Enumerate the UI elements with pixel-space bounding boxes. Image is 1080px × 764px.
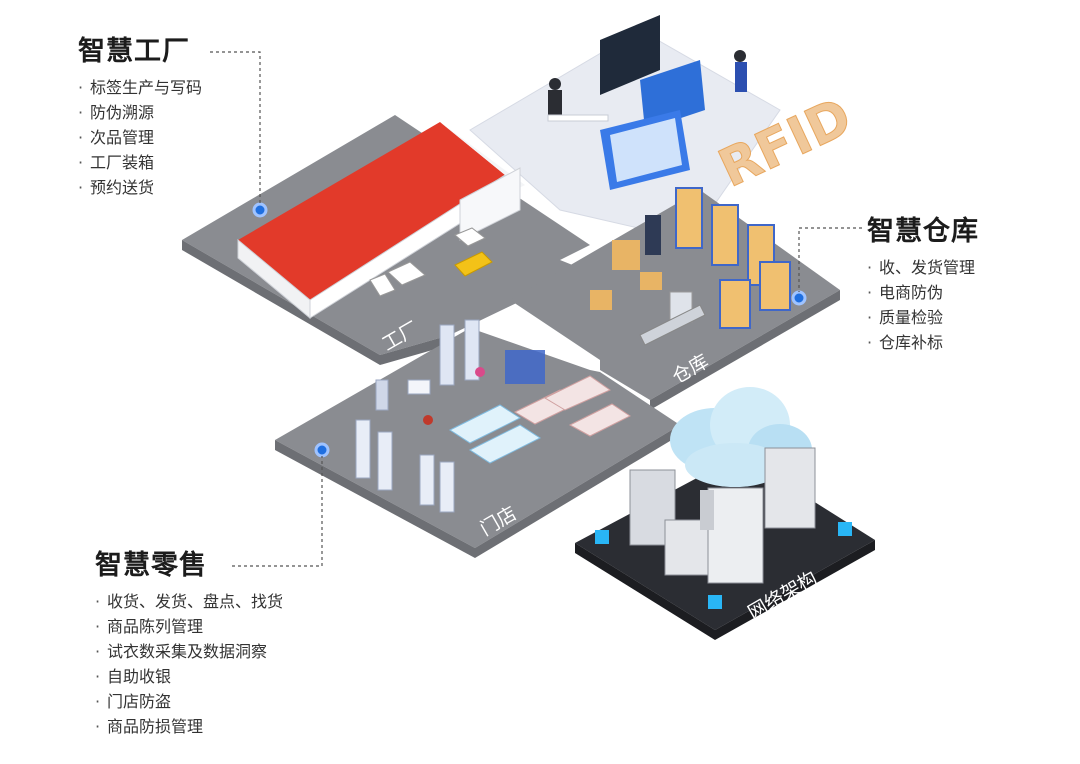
factory-trucks xyxy=(369,227,493,297)
factory-leader-line xyxy=(210,51,261,204)
factory-feature-item: ·预约送货 xyxy=(78,178,155,197)
retail-title: 智慧零售 xyxy=(95,550,207,581)
factory-panel: 智慧工厂 ·标签生产与写码 ·防伪溯源 ·次品管理 ·工厂装箱 ·预约送货 xyxy=(78,35,202,200)
warehouse-marker xyxy=(791,290,807,306)
retail-features-list: ·收货、发货、盘点、找货 ·商品陈列管理 ·试衣数采集及数据洞察 ·自助收银 ·… xyxy=(95,589,283,739)
warehouse-feature-item: ·仓库补标 xyxy=(867,333,944,352)
retail-feature-item: ·商品陈列管理 xyxy=(95,617,204,636)
warehouse-features-list: ·收、发货管理 ·电商防伪 ·质量检验 ·仓库补标 xyxy=(867,255,979,355)
retail-leader-line xyxy=(232,456,323,567)
factory-marker xyxy=(252,202,268,218)
factory-feature-item: ·工厂装箱 xyxy=(78,153,155,172)
retail-feature-item: ·试衣数采集及数据洞察 xyxy=(95,642,268,661)
cloud-shape xyxy=(670,387,812,487)
server-racks xyxy=(629,447,816,584)
retail-feature-item: ·自助收银 xyxy=(95,667,172,686)
warehouse-title: 智慧仓库 xyxy=(867,216,979,247)
factory-title: 智慧工厂 xyxy=(78,36,190,67)
warehouse-panel: 智慧仓库 ·收、发货管理 ·电商防伪 ·质量检验 ·仓库补标 xyxy=(867,215,979,355)
warehouse-shelves xyxy=(590,187,791,346)
factory-feature-item: ·次品管理 xyxy=(78,128,155,147)
warehouse-leader-line xyxy=(798,227,862,292)
store-fixtures xyxy=(355,319,631,513)
factory-features-list: ·标签生产与写码 ·防伪溯源 ·次品管理 ·工厂装箱 ·预约送货 xyxy=(78,75,202,200)
factory-feature-item: ·防伪溯源 xyxy=(78,103,155,122)
leader-lines xyxy=(210,51,862,567)
office-worker-figures xyxy=(547,50,747,122)
retail-feature-item: ·门店防盗 xyxy=(95,692,172,711)
warehouse-feature-item: ·质量检验 xyxy=(867,308,944,327)
warehouse-feature-item: ·收、发货管理 xyxy=(867,258,976,277)
store-marker xyxy=(314,442,330,458)
retail-feature-item: ·商品防损管理 xyxy=(95,717,204,736)
factory-building xyxy=(237,122,525,320)
factory-feature-item: ·标签生产与写码 xyxy=(78,78,203,97)
retail-feature-item: ·收货、发货、盘点、找货 xyxy=(95,592,284,611)
monitor-screens xyxy=(600,15,705,190)
retail-panel: 智慧零售 ·收货、发货、盘点、找货 ·商品陈列管理 ·试衣数采集及数据洞察 ·自… xyxy=(95,549,283,739)
led-cubes xyxy=(595,522,852,609)
warehouse-feature-item: ·电商防伪 xyxy=(867,283,944,302)
